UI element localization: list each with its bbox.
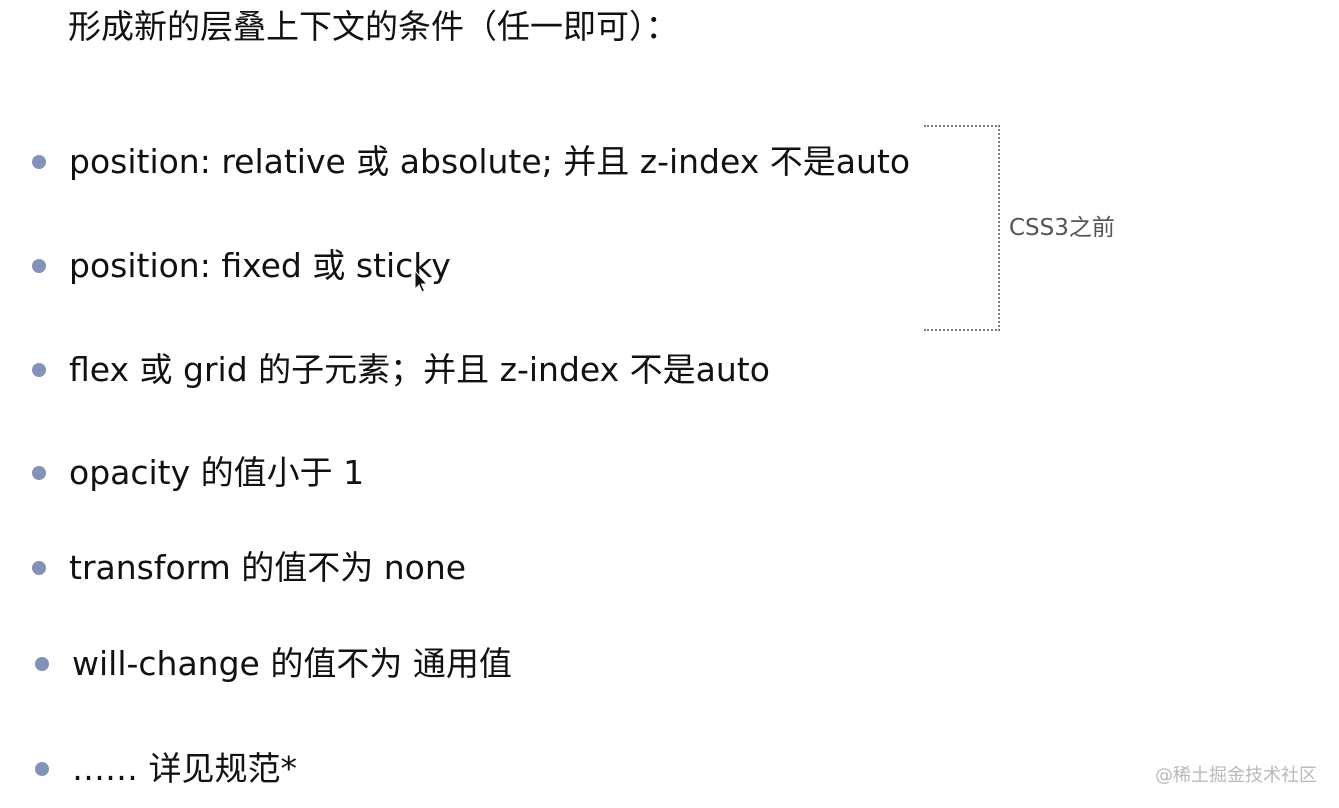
bullet-dot-icon: [32, 466, 46, 480]
list-item-text: will-change 的值不为 通用值: [72, 644, 512, 683]
list-item-text: transform 的值不为 none: [69, 548, 467, 587]
list-item-text: opacity 的值小于 1: [69, 453, 365, 492]
bullet-dot-icon: [35, 657, 49, 671]
bracket-label: CSS3之前: [1009, 215, 1115, 241]
bullet-dot-icon: [32, 363, 46, 377]
list-item-text: position: fixed 或 sticky: [69, 246, 451, 285]
bullet-dot-icon: [35, 762, 49, 776]
bullet-dot-icon: [32, 259, 46, 273]
dotted-bracket: [924, 125, 1000, 331]
list-item-text: flex 或 grid 的子元素；并且 z-index 不是auto: [69, 350, 770, 389]
bullet-dot-icon: [32, 561, 46, 575]
list-item-text: position: relative 或 absolute; 并且 z-inde…: [69, 142, 911, 181]
slide-title: 形成新的层叠上下文的条件（任一即可）：: [68, 7, 679, 46]
mouse-pointer-icon: [414, 270, 428, 293]
bullet-dot-icon: [32, 155, 46, 169]
list-item-text: …… 详见规范*: [72, 749, 297, 788]
watermark: @稀土掘金技术社区: [1155, 765, 1317, 786]
